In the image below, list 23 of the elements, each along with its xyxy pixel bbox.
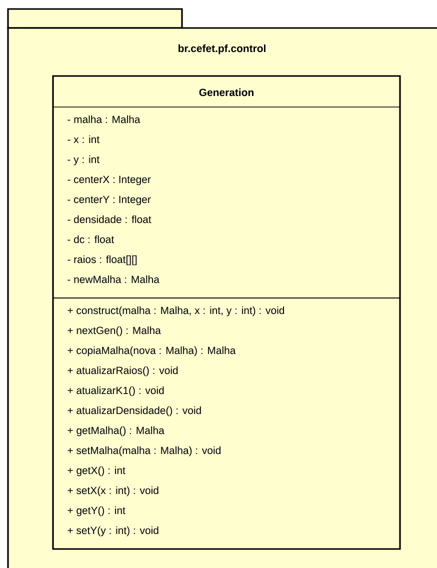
member-text: - x : int bbox=[68, 135, 100, 144]
member-text: + nextGen() : Malha bbox=[68, 326, 161, 336]
member-text: - y : int bbox=[68, 155, 100, 166]
member-text: + copiaMalha(nova : Malha) : Malha bbox=[68, 346, 236, 356]
member-text: - centerX : Integer bbox=[68, 176, 151, 186]
member-text: + getX() : int bbox=[68, 466, 126, 476]
member-text: - densidade : float bbox=[68, 215, 152, 224]
member-text: - raios : float[][] bbox=[68, 255, 137, 266]
member-text: - dc : float bbox=[68, 235, 114, 244]
member-text: - newMalha : Malha bbox=[68, 275, 160, 284]
member-text: + getMalha() : Malha bbox=[68, 426, 164, 436]
member-text: - centerY : Integer bbox=[68, 196, 151, 206]
member-text: + setX(x : int) : void bbox=[68, 486, 158, 496]
member-text: + construct(malha : Malha, x : int, y : int) : void bbox=[68, 306, 284, 316]
member-text: - malha : Malha bbox=[68, 115, 140, 124]
member-text: + atualizarK1() : void bbox=[68, 386, 164, 396]
member-text: + setY(y : int) : void bbox=[68, 526, 158, 536]
class-compartment bbox=[52, 106, 400, 298]
member-text: + atualizarRaios() : void bbox=[68, 366, 178, 376]
member-text: + atualizarDensidade() : void bbox=[68, 406, 201, 416]
member-text: + setMalha(malha : Malha) : void bbox=[68, 446, 220, 456]
member-text: + getY() : int bbox=[68, 506, 126, 516]
class-compartment bbox=[52, 298, 400, 550]
